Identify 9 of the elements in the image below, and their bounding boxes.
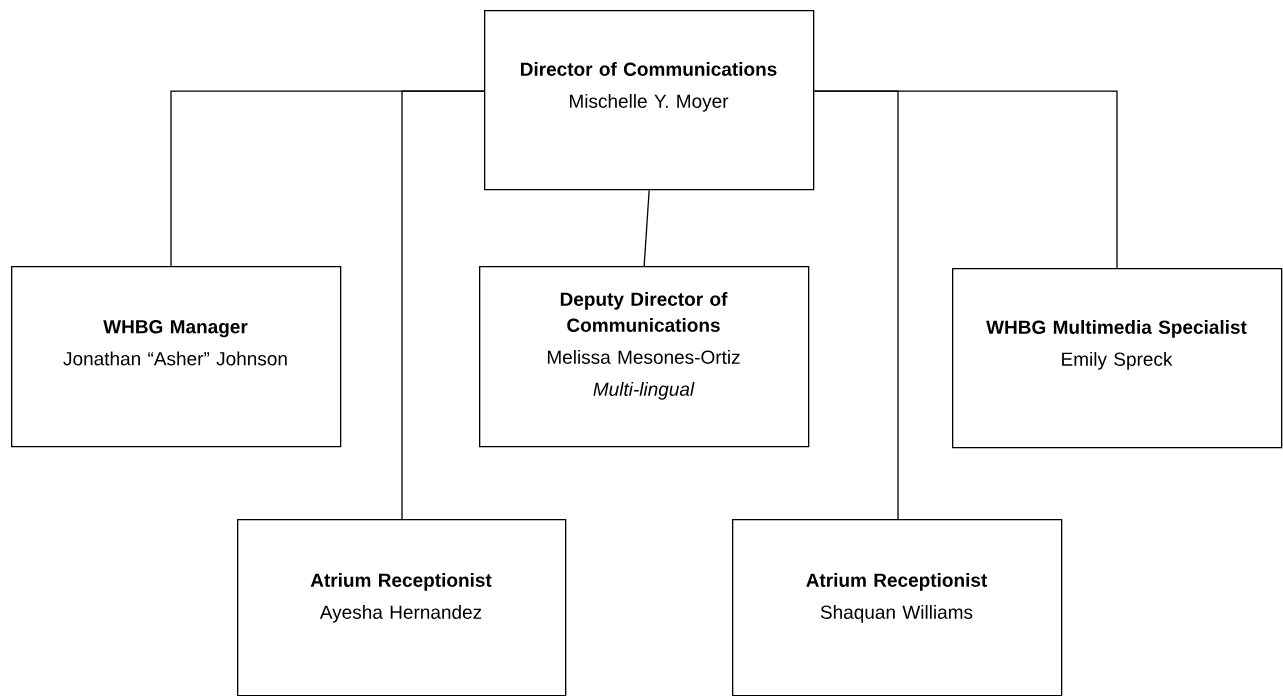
connector-line xyxy=(643,189,650,267)
connector-line xyxy=(813,90,1118,269)
org-box: Director of Communications Mischelle Y. Moyer xyxy=(484,10,815,191)
org-box: WHBG Manager Jonathan “Asher” Johnson xyxy=(11,266,342,448)
org-box: Deputy Director of Communications Melissa Mesones-Ortiz Multi-lingual xyxy=(479,266,810,448)
connector-line xyxy=(401,90,485,520)
org-box: WHBG Multimedia Specialist Emily Spreck xyxy=(952,268,1283,449)
org-box: Atrium Receptionist Shaquan Williams xyxy=(732,519,1063,696)
org-box: Atrium Receptionist Ayesha Hernandez xyxy=(237,519,567,696)
